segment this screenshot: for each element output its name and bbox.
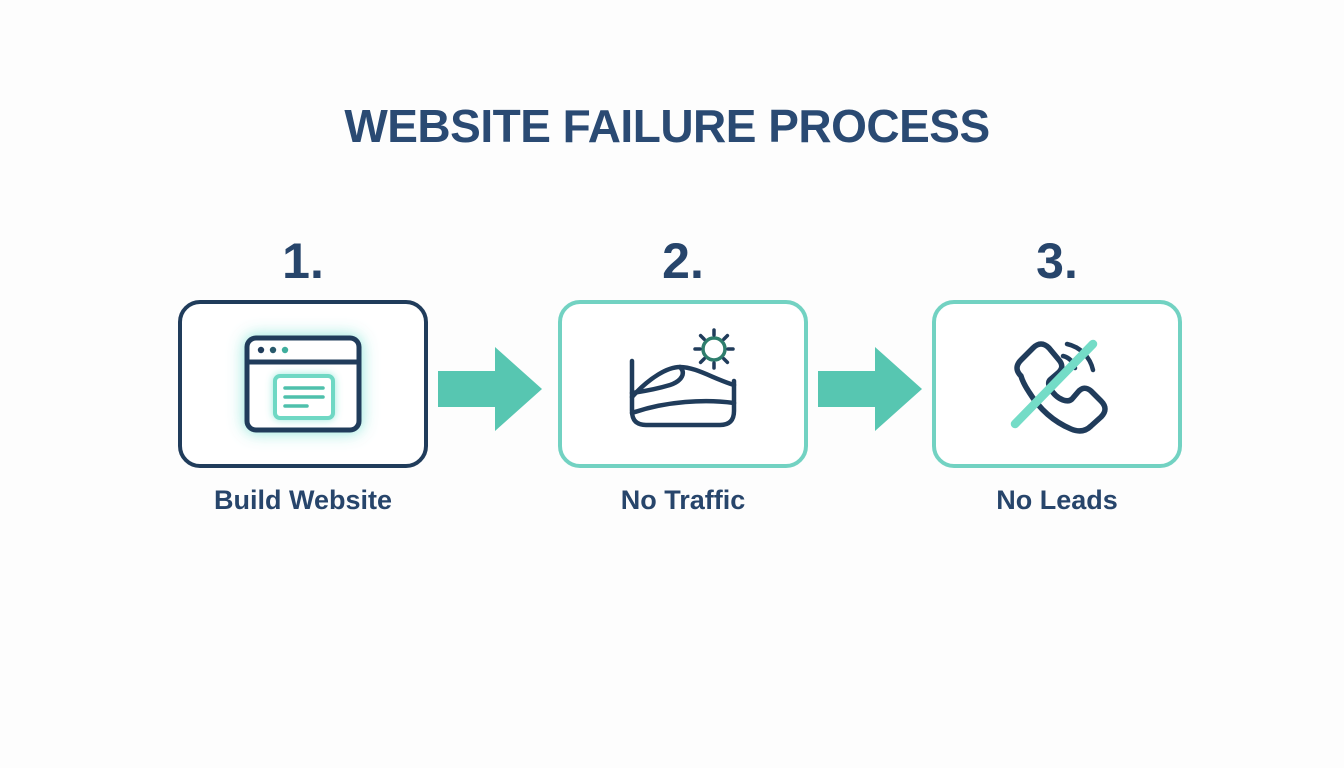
- flow-arrow-right: [438, 347, 544, 431]
- browser-window-icon: [243, 334, 363, 434]
- desert-sun-icon: [622, 327, 744, 441]
- page-title: WEBSITE FAILURE PROCESS: [344, 100, 990, 152]
- step-box: [558, 300, 808, 468]
- step-number: 2.: [662, 233, 704, 289]
- step-label: No Leads: [996, 485, 1118, 515]
- step-no-traffic: 2.: [558, 236, 808, 516]
- step-number: 1.: [282, 233, 324, 289]
- step-label: Build Website: [213, 485, 393, 515]
- step-number: 3.: [1036, 233, 1078, 289]
- step-build-website: 1. Build Website: [178, 236, 428, 516]
- step-box: [178, 300, 428, 468]
- step-label: No Traffic: [620, 485, 746, 515]
- phone-crossed-icon: [1001, 330, 1113, 438]
- step-box: [932, 300, 1182, 468]
- step-no-leads: 3. No Leads: [932, 236, 1182, 516]
- flow-arrow-right: [818, 347, 924, 431]
